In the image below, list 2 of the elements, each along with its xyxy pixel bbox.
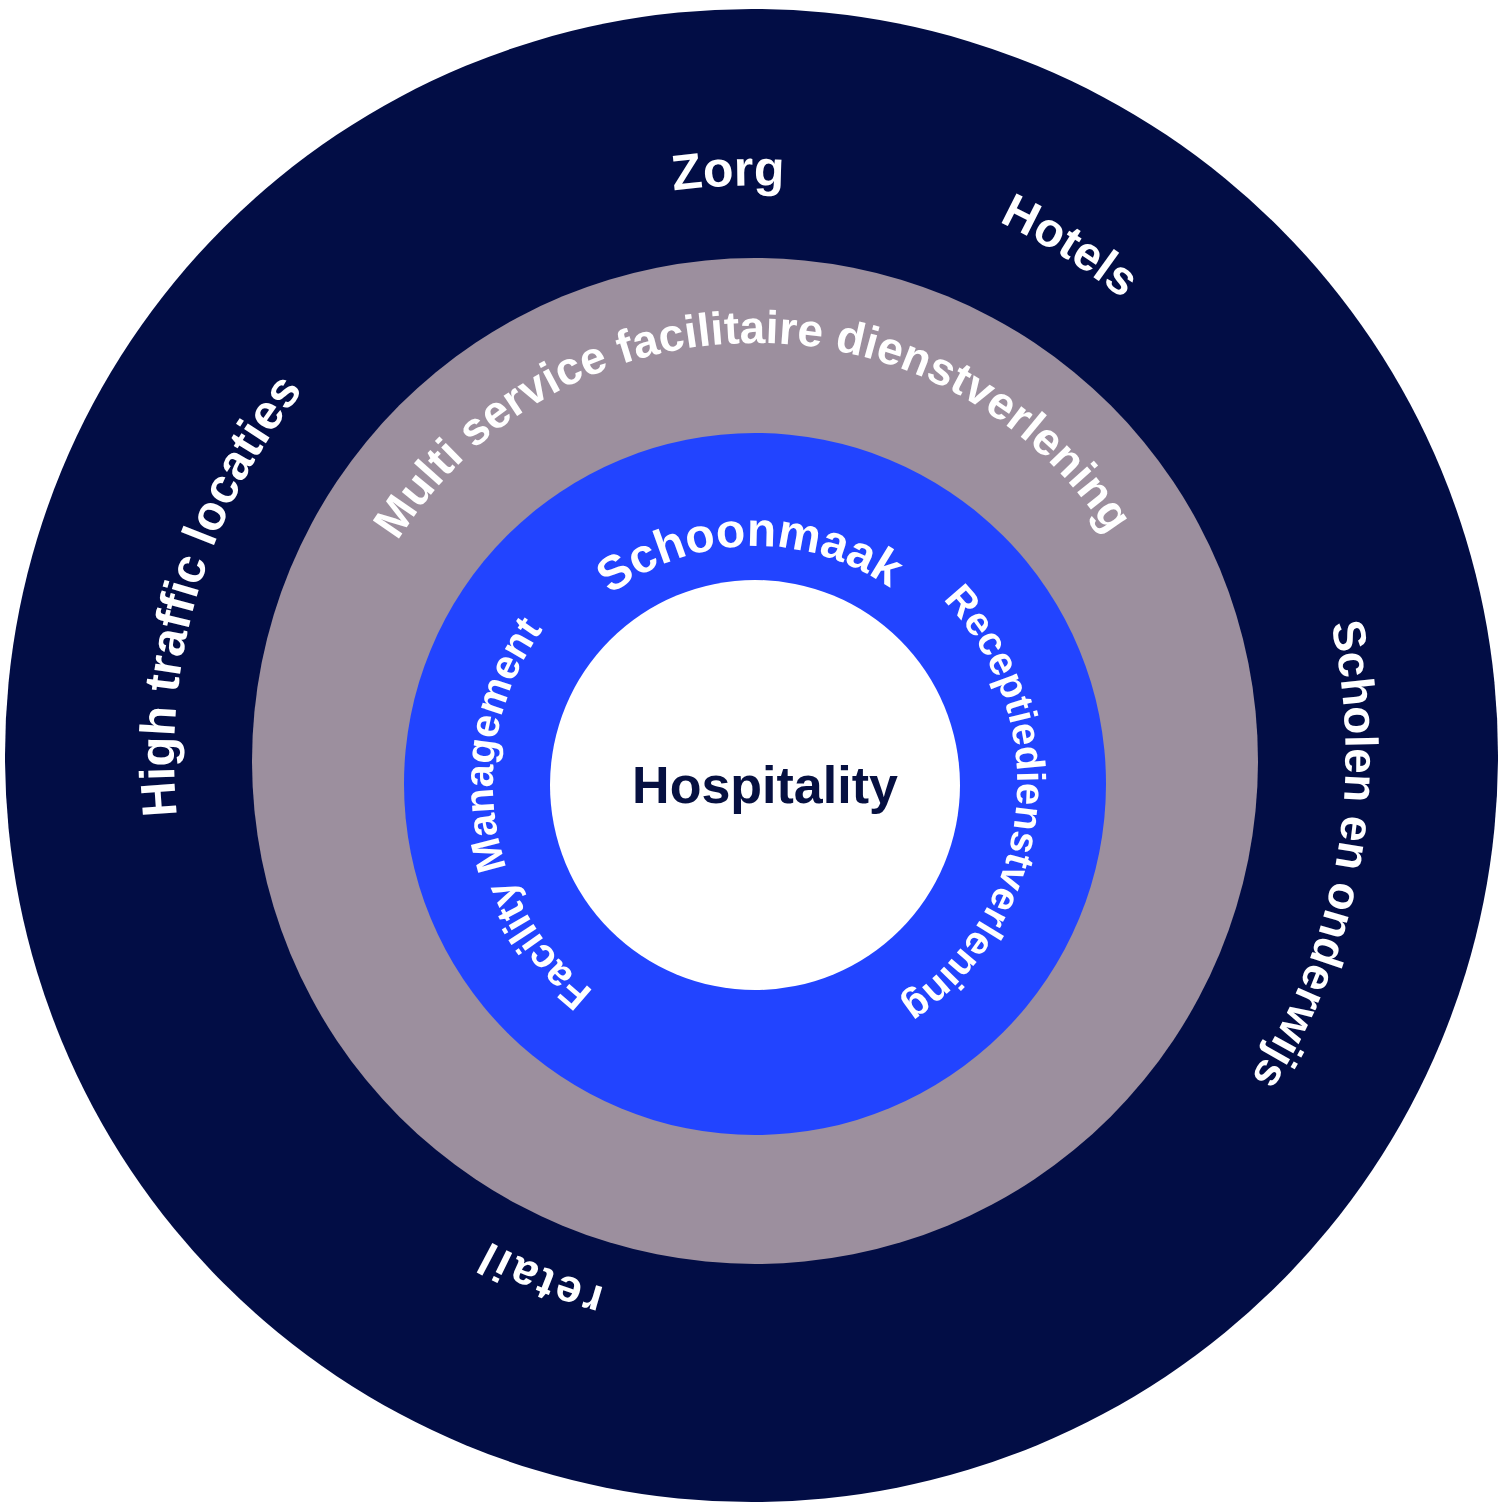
ring-label: retail [467, 1230, 609, 1328]
ring-label: Zorg [668, 139, 786, 202]
